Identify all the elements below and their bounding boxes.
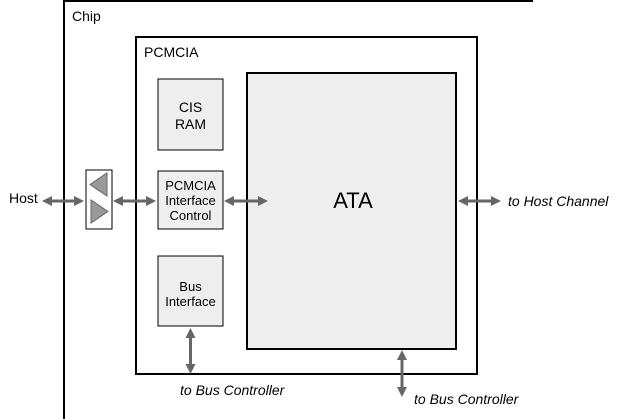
bus-interface-block xyxy=(157,255,224,327)
ata-label: ATA xyxy=(333,188,373,213)
ata-down-arrow xyxy=(397,350,407,397)
ata-block xyxy=(246,72,457,350)
cis-ram-label-2: RAM xyxy=(175,116,206,132)
cis-ram-block xyxy=(157,78,224,151)
bus-interface-label-1: Bus xyxy=(179,279,202,294)
pcmcia-label: PCMCIA xyxy=(144,44,199,60)
interface-control-label-2: Interface xyxy=(165,193,216,208)
bus-interface-label-2: Interface xyxy=(165,294,216,309)
chip-boundary xyxy=(63,0,533,419)
io-buffer xyxy=(85,169,113,230)
buffer-to-interface-arrow xyxy=(113,196,156,206)
host-label: Host xyxy=(9,190,38,206)
buffer-right-triangle-icon xyxy=(90,199,109,224)
interface-control-block xyxy=(157,170,224,230)
bus-interface-down-arrow xyxy=(185,328,196,374)
interface-to-ata-arrow xyxy=(224,196,268,206)
interface-control-label-1: PCMCIA xyxy=(165,178,216,193)
chip-label: Chip xyxy=(72,8,101,24)
bus-controller-left-label: to Bus Controller xyxy=(180,382,286,398)
cis-ram-label-1: CIS xyxy=(179,99,202,115)
host-channel-label: to Host Channel xyxy=(508,193,609,209)
host-arrow xyxy=(42,196,84,206)
bus-controller-right-label: to Bus Controller xyxy=(414,391,520,407)
ata-to-host-channel-arrow xyxy=(458,196,501,206)
buffer-left-triangle-icon xyxy=(89,172,108,197)
interface-control-label-3: Control xyxy=(170,208,212,223)
